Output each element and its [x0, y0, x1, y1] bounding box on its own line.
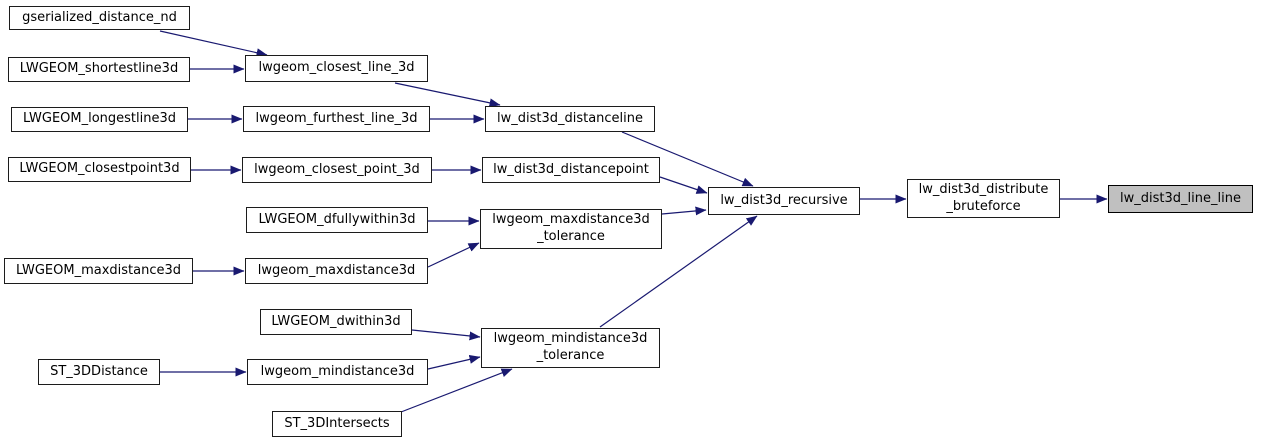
node-label: lwgeom_maxdistance3d — [492, 212, 650, 228]
node-lw_dist3d_distanceline[interactable]: lw_dist3d_distanceline — [485, 106, 655, 132]
node-label: lw_dist3d_recursive — [720, 192, 848, 208]
edge-lwgeom_mindistance3d--lwgeom_mindistance3d_tolerance — [427, 354, 481, 370]
node-label: lwgeom_closest_point_3d — [254, 161, 420, 177]
node-label: _bruteforce — [946, 198, 1021, 214]
edge-lwgeom_closest_line_3d--lw_dist3d_distanceline — [394, 82, 501, 108]
node-LWGEOM_dwithin3d[interactable]: LWGEOM_dwithin3d — [260, 309, 412, 335]
node-label: lwgeom_furthest_line_3d — [255, 110, 418, 126]
node-label: ST_3DDistance — [50, 363, 148, 379]
node-label: LWGEOM_closestpoint3d — [19, 161, 180, 177]
node-ST_3DIntersects[interactable]: ST_3DIntersects — [272, 411, 402, 437]
node-label: LWGEOM_dfullywithin3d — [258, 211, 416, 227]
node-label: _tolerance — [536, 348, 605, 363]
edge-lwgeom_maxdistance3d--lwgeom_maxdistance3d_tolerance — [427, 242, 480, 268]
node-lwgeom_mindistance3d_tolerance[interactable]: lwgeom_mindistance3d_tolerance — [481, 328, 660, 368]
node-label: ST_3DIntersects — [284, 415, 390, 431]
node-lw_dist3d_recursive[interactable]: lw_dist3d_recursive — [708, 187, 860, 215]
edge-LWGEOM_dwithin3d--lwgeom_mindistance3d_tolerance — [411, 329, 481, 341]
node-lwgeom_maxdistance3d[interactable]: lwgeom_maxdistance3d — [245, 258, 428, 284]
node-LWGEOM_shortestline3d[interactable]: LWGEOM_shortestline3d — [8, 57, 190, 82]
edge-gserialized_distance_nd--lwgeom_closest_line_3d — [159, 30, 268, 58]
node-lwgeom_maxdistance3d_tolerance[interactable]: lwgeom_maxdistance3d_tolerance — [480, 209, 662, 249]
node-lwgeom_furthest_line_3d[interactable]: lwgeom_furthest_line_3d — [243, 106, 430, 132]
node-label: lw_dist3d_line_line — [1120, 190, 1241, 206]
edge-lw_dist3d_distancepoint--lw_dist3d_recursive — [659, 176, 708, 194]
edge-ST_3DIntersects--lwgeom_mindistance3d_tolerance — [400, 368, 513, 413]
node-gserialized_distance_nd[interactable]: gserialized_distance_nd — [9, 6, 190, 30]
node-label: lw_dist3d_distanceline — [496, 110, 644, 126]
node-label: LWGEOM_maxdistance3d — [15, 262, 182, 278]
node-lw_dist3d_distancepoint[interactable]: lw_dist3d_distancepoint — [482, 157, 660, 183]
node-lwgeom_mindistance3d[interactable]: lwgeom_mindistance3d — [247, 359, 428, 385]
node-LWGEOM_maxdistance3d[interactable]: LWGEOM_maxdistance3d — [4, 258, 193, 284]
node-lw_dist3d_line_line: lw_dist3d_line_line — [1108, 185, 1253, 213]
node-lwgeom_closest_point_3d[interactable]: lwgeom_closest_point_3d — [242, 157, 432, 183]
node-label: LWGEOM_shortestline3d — [19, 61, 179, 77]
edge-lwgeom_maxdistance3d_tolerance--lw_dist3d_recursive — [661, 206, 707, 216]
edge-lw_dist3d_distanceline--lw_dist3d_recursive — [621, 131, 754, 187]
node-LWGEOM_longestline3d[interactable]: LWGEOM_longestline3d — [11, 107, 188, 132]
node-label: gserialized_distance_nd — [22, 9, 177, 25]
node-ST_3DDistance[interactable]: ST_3DDistance — [38, 359, 160, 385]
node-lwgeom_closest_line_3d[interactable]: lwgeom_closest_line_3d — [245, 55, 428, 82]
node-label: lwgeom_maxdistance3d — [257, 262, 416, 278]
node-label: lw_dist3d_distancepoint — [493, 161, 649, 177]
node-label: lwgeom_mindistance3d — [493, 331, 648, 347]
node-label: LWGEOM_dwithin3d — [271, 313, 401, 329]
node-lw_dist3d_distribute_bruteforce[interactable]: lw_dist3d_distribute_bruteforce — [907, 179, 1060, 218]
node-label: lwgeom_mindistance3d — [260, 363, 415, 379]
node-label: LWGEOM_longestline3d — [22, 111, 177, 127]
node-label: _tolerance — [537, 229, 605, 244]
node-LWGEOM_closestpoint3d[interactable]: LWGEOM_closestpoint3d — [8, 157, 191, 182]
node-LWGEOM_dfullywithin3d[interactable]: LWGEOM_dfullywithin3d — [246, 207, 428, 233]
node-label: lwgeom_closest_line_3d — [258, 60, 415, 76]
node-label: lw_dist3d_distribute — [918, 181, 1049, 197]
edge-lwgeom_mindistance3d_tolerance--lw_dist3d_recursive — [599, 215, 758, 328]
